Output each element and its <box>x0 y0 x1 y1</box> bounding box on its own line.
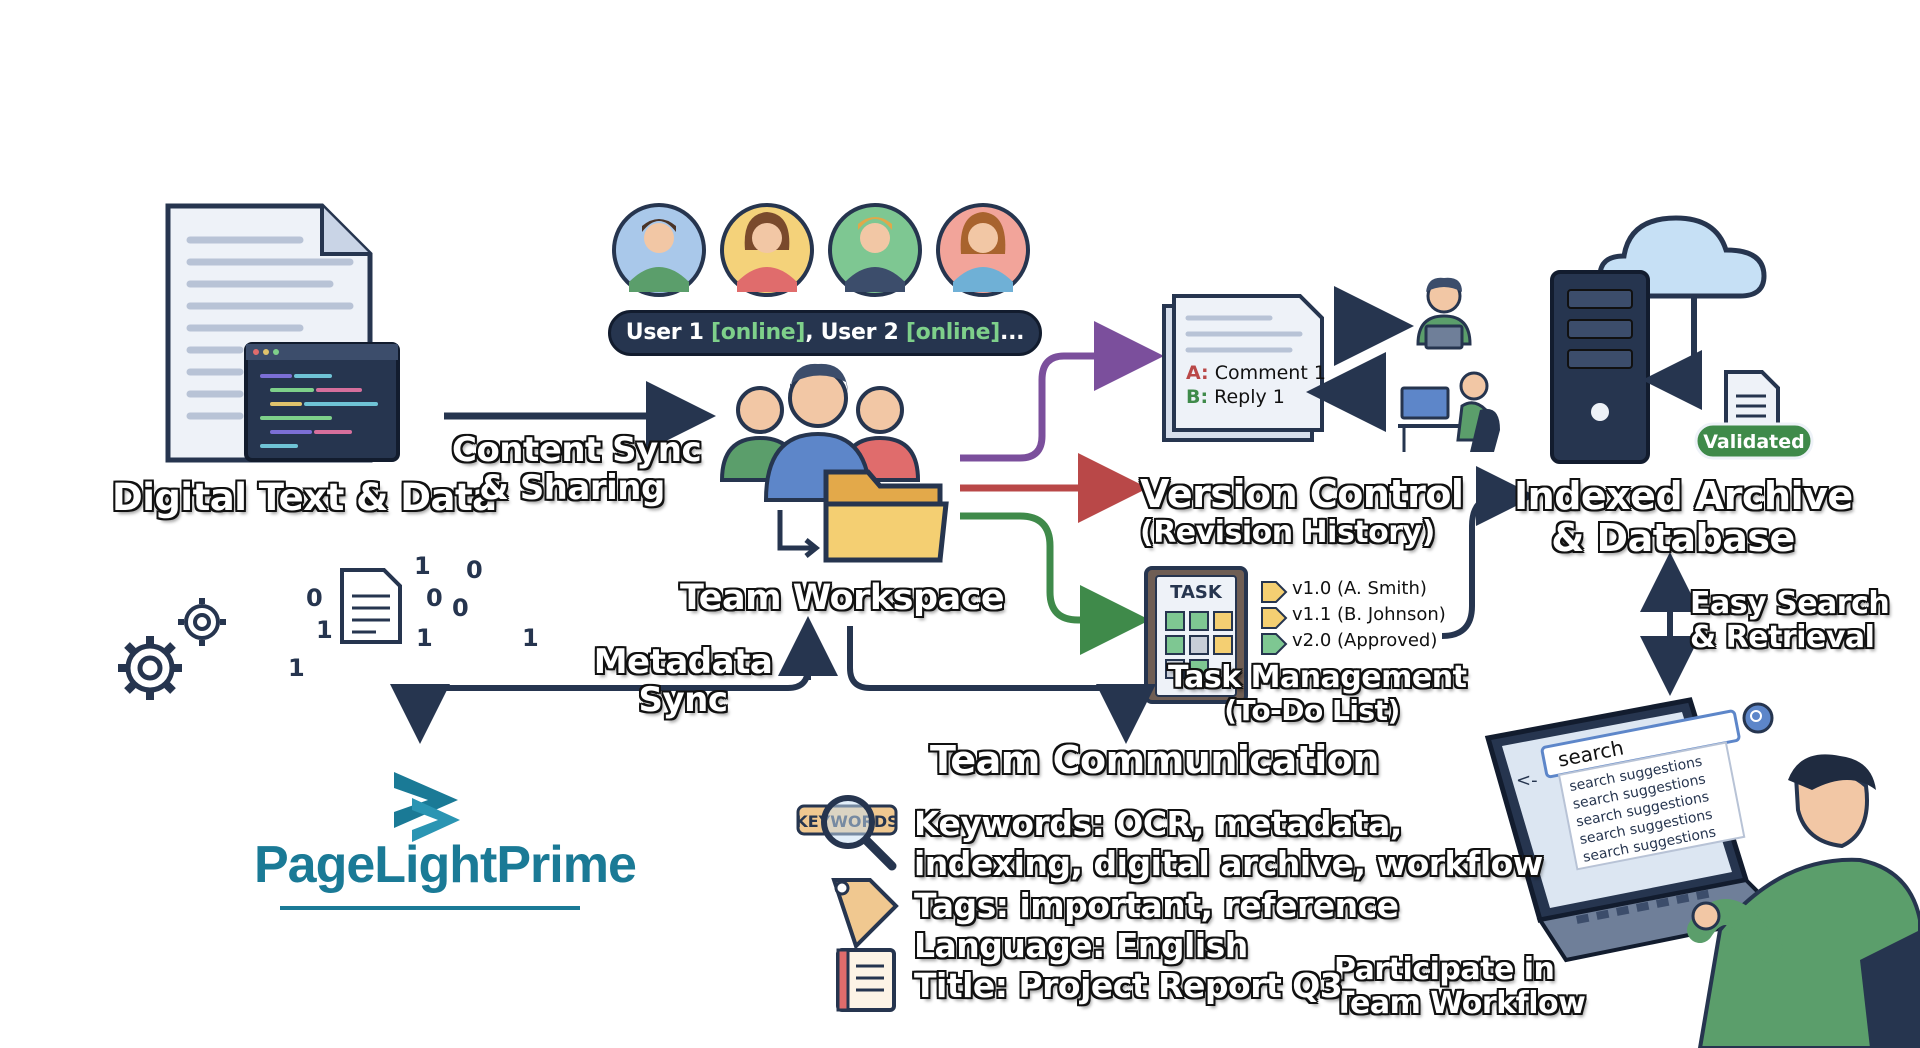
server-icon <box>1550 270 1650 464</box>
node-task-management: Task Management <box>1168 660 1467 695</box>
user-at-laptop-icon <box>1416 277 1472 350</box>
task-card-title: TASK <box>1170 582 1223 603</box>
validated-badge-bg <box>1694 422 1814 460</box>
node-version-control: Version Control <box>1140 472 1464 516</box>
edge-content-sync: Content Sync <box>452 430 702 470</box>
gear-icon <box>118 636 182 700</box>
edge-participate: Participate in <box>1334 952 1555 987</box>
version-item: v1.1 (B. Johnson) <box>1292 604 1446 625</box>
gear-icon <box>178 598 226 646</box>
version-item: v1.0 (A. Smith) <box>1292 578 1427 599</box>
user-1-status: [online] <box>711 320 806 345</box>
logo-text: PageLightPrime <box>254 836 637 894</box>
user-avatar-icon <box>936 203 1030 297</box>
magnifier-icon <box>821 795 897 871</box>
binary-digit: 1 <box>316 616 333 644</box>
tag-icon <box>1261 607 1288 629</box>
tag-icon <box>831 878 899 950</box>
binary-digit: 1 <box>414 552 431 580</box>
edge-easy-search-2: & Retrieval <box>1690 620 1875 655</box>
version-item: v2.0 (Approved) <box>1292 630 1438 651</box>
node-version-control-sub: (Revision History) <box>1140 515 1435 550</box>
node-team-communication: Team Communication <box>930 738 1379 782</box>
user-at-desk-icon <box>1398 371 1500 452</box>
logo-icon <box>394 772 460 842</box>
binary-digit: 1 <box>288 654 305 682</box>
comment-b-prefix: B: <box>1186 386 1209 408</box>
tag-icon <box>1261 633 1288 655</box>
logo-underline <box>280 906 580 910</box>
comment-line-a: A: Comment 1 <box>1186 362 1326 384</box>
user-avatar-icon <box>828 203 922 297</box>
edge-metadata-sync: Metadata <box>593 642 773 682</box>
version-to-archive-arrow <box>1441 493 1501 639</box>
node-digital-text: Digital Text & Data <box>112 476 497 519</box>
comment-a-text: Comment 1 <box>1208 362 1326 384</box>
folder-icon <box>777 469 949 563</box>
back-icon: <- <box>1516 770 1538 791</box>
binary-digit: 0 <box>426 584 443 612</box>
meta-keywords: Keywords: OCR, metadata, <box>914 804 1402 843</box>
user-2-status: [online] <box>905 320 1001 345</box>
notebook-icon <box>836 948 896 1012</box>
edge-metadata-sync-2: Sync <box>638 680 728 720</box>
edge-participate-2: Team Workflow <box>1334 986 1586 1021</box>
node-indexed-archive-2: & Database <box>1551 516 1795 560</box>
user-avatar-icon <box>612 203 706 297</box>
task-list-icon <box>1144 566 1248 704</box>
document-icon <box>340 568 402 644</box>
meta-language: Language: English <box>914 926 1248 965</box>
binary-digit: 1 <box>416 624 433 652</box>
branch-arrow-green <box>960 512 1150 655</box>
user-2-label: , User 2 <box>805 320 906 345</box>
branch-arrow-purple <box>960 321 1164 462</box>
comment-line-b: B: Reply 1 <box>1186 386 1285 408</box>
comment-a-prefix: A: <box>1186 362 1209 384</box>
cloud-to-server-arrow <box>1642 296 1702 410</box>
team-icon <box>719 363 921 502</box>
more-users: ... <box>1000 320 1025 345</box>
node-team-workspace: Team Workspace <box>680 578 1005 618</box>
user-1-label: User 1 <box>625 320 712 345</box>
binary-digit: 0 <box>466 556 483 584</box>
code-window-icon <box>244 342 400 462</box>
binary-digit: 0 <box>306 584 323 612</box>
edge-content-sync-2: & Sharing <box>479 468 665 508</box>
node-task-management-sub: (To-Do List) <box>1224 694 1400 727</box>
meta-title: Title: Project Report Q3 <box>914 966 1343 1005</box>
meta-keywords-2: indexing, digital archive, workflow <box>914 844 1543 883</box>
binary-digit: 0 <box>452 594 469 622</box>
person-typing-icon <box>1687 754 1920 1048</box>
communication-arrow <box>847 626 1156 744</box>
node-indexed-archive: Indexed Archive <box>1514 474 1853 518</box>
binary-digit: 1 <box>522 624 539 652</box>
validated-badge: Validated <box>1703 431 1805 453</box>
document-icon <box>165 203 373 463</box>
meta-tags: Tags: important, reference <box>914 886 1399 925</box>
tag-icon <box>1261 581 1288 603</box>
edge-easy-search: Easy Search <box>1690 586 1890 621</box>
online-users-bar: User 1 [online], User 2 [online]... <box>608 310 1042 356</box>
user-avatar-icon <box>720 203 814 297</box>
comment-b-text: Reply 1 <box>1208 386 1285 408</box>
laptop-search-icon: search search suggestions search suggest… <box>1484 697 1787 963</box>
document-icon <box>1724 370 1780 434</box>
